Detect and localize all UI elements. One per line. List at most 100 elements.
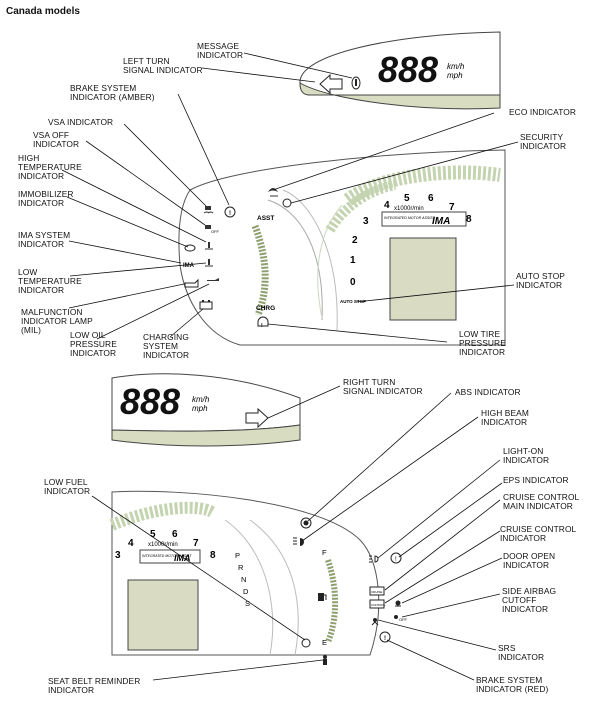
tach-num-4: 4 [384,200,390,211]
label-ima-system: IMA SYSTEM INDICATOR [18,230,71,249]
label-srs: SRS INDICATOR [498,643,545,662]
label-abs: ABS INDICATOR [455,387,521,397]
label-right-turn: RIGHT TURN SIGNAL INDICATOR [343,377,423,396]
tach-num-5-lower: 5 [150,529,156,540]
ima-badge-small: INTEGRATED MOTOR ASSIST [384,216,436,220]
lower-speedometer-panel: 888 km/h mph [111,373,301,447]
label-security: SECURITY INDICATOR [520,132,567,151]
battery-icon [199,300,213,310]
brake-icon: ! [224,206,236,218]
speed-digits-lower: 888 [120,381,180,422]
label-side-airbag: SIDE AIRBAG CUTOFF INDICATOR [502,586,557,614]
label-door-open: DOOR OPEN INDICATOR [503,551,556,570]
tach-num-6-lower: 6 [172,529,178,540]
svg-text:!: ! [395,557,397,563]
ima-badge-small-lower: INTEGRATED MOTOR ASSIST [142,554,192,558]
label-left-turn-indicator: LEFT TURN SIGNAL INDICATOR [123,56,203,75]
label-message-indicator: MESSAGE INDICATOR [197,41,244,60]
svg-text:OFF: OFF [211,229,220,234]
cruise-main-icon: CRUISE [369,586,385,596]
tach-num-6: 6 [428,193,434,204]
door-open-icon [395,600,401,607]
label-eco-indicator: ECO INDICATOR [509,107,577,117]
svg-text:!: ! [384,636,386,642]
label-brake-amber: BRAKE SYSTEM INDICATOR (AMBER) [70,83,155,102]
tach-num-5: 5 [404,193,410,204]
label-low-temp: LOW TEMPERATURE INDICATOR [18,267,82,295]
lower-cluster: INTEGRATED MOTOR ASSIST IMA x1000r/min 3… [109,490,408,665]
ima-lamp-icon: IMA [183,263,195,269]
label-seat-belt: SEAT BELT REMINDER INDICATOR [48,676,141,695]
info-icon [351,76,361,90]
skid-car-icon [203,206,214,214]
tach-num-0: 0 [350,277,356,288]
label-high-temp: HIGH TEMPERATURE INDICATOR [18,153,82,181]
fuel-full-mark: F [322,548,327,557]
auto-stop-icon-text: AUTO STOP [340,299,366,304]
gear-s: S [245,599,250,608]
label-vsa-off: VSA OFF INDICATOR [33,130,80,149]
tach-num-7: 7 [449,202,455,213]
temp-low-icon [205,259,213,267]
tach-num-1: 1 [350,255,356,266]
ima-badge-lower: IMA [174,553,191,563]
gear-d: D [243,587,249,596]
right-turn-arrow-icon [245,407,269,429]
label-cruise-control: CRUISE CONTROL INDICATOR [500,524,577,543]
srs-icon [371,618,379,626]
left-turn-arrow-icon [319,73,343,95]
tach-num-4-lower: 4 [128,538,134,549]
vsa-off-icon: OFF [205,225,220,234]
ima-badge: IMA [432,216,450,227]
label-cruise-main: CRUISE CONTROL MAIN INDICATOR [503,492,580,511]
tach-num-2: 2 [352,235,358,246]
label-low-tire: LOW TIRE PRESSURE INDICATOR [459,329,506,357]
airbag-cutoff-icon: OFF [394,615,408,622]
svg-text:!: ! [229,211,231,217]
security-lamp-icon [282,198,292,208]
leader-lines [61,52,519,681]
gear-r: R [238,563,244,572]
engine-icon [184,278,199,288]
label-eps: EPS INDICATOR [503,475,569,485]
tach-num-8-lower: 8 [210,550,216,561]
label-auto-stop: AUTO STOP INDICATOR [516,271,565,290]
main-cluster: INTEGRATED MOTOR ASSIST IMA x1000r/min 0… [178,149,506,346]
asst-label: ASST [257,215,274,222]
tach-num-8: 8 [466,214,472,225]
label-charging: CHARGING SYSTEM INDICATOR [143,332,190,360]
page-title: Canada models [6,6,80,17]
temp-high-icon [205,242,213,250]
tire-pressure-icon: ! [257,316,269,329]
tach-num-3-lower: 3 [115,550,121,561]
oil-can-icon [207,278,219,281]
speed-unit-mph-lower: mph [192,404,208,413]
low-fuel-lamp-icon [301,638,311,648]
seat-belt-icon [323,655,327,665]
label-immobilizer: IMMOBILIZER INDICATOR [18,189,74,208]
tach-unit: x1000r/min [394,206,424,212]
tach-num-3: 3 [363,216,369,227]
tach-num-7-lower: 7 [193,538,199,549]
brake-red-icon: ! [379,631,391,643]
upper-speedometer-panel: 888 km/h mph [299,31,501,110]
chrg-label: CHRG [256,305,275,312]
cruise-control-icon: CONTROL [369,599,386,609]
gear-p: P [235,551,240,560]
speed-unit-mph: mph [447,71,463,80]
label-brake-red: BRAKE SYSTEM INDICATOR (RED) [476,675,549,694]
gear-n: N [241,575,246,584]
label-high-beam: HIGH BEAM INDICATOR [481,408,529,427]
fuel-pump-icon [318,593,327,601]
svg-text:OFF: OFF [399,617,408,622]
fuel-empty-mark: E [322,638,327,647]
speed-unit-kmh: km/h [447,62,465,71]
speed-digits: 888 [378,49,438,90]
label-low-fuel: LOW FUEL INDICATOR [44,477,91,496]
label-vsa-indicator: VSA INDICATOR [48,117,114,127]
speed-unit-kmh-lower: km/h [192,395,210,404]
light-on-icon [369,555,379,563]
eps-icon: ! [390,552,402,564]
svg-text:CRUISE: CRUISE [371,590,382,594]
